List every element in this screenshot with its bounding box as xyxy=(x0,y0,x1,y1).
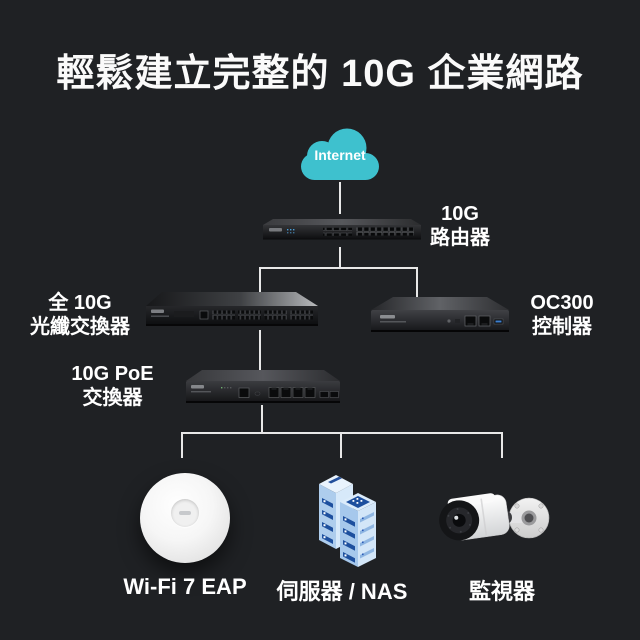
eap-logo-ring xyxy=(171,499,199,527)
internet-cloud-icon xyxy=(296,126,384,186)
camera-image xyxy=(439,493,550,541)
poe-switch-label: 10G PoE 交換器 xyxy=(55,362,170,410)
controller-image xyxy=(371,297,509,332)
wifi-eap-label: Wi-Fi 7 EAP xyxy=(123,574,247,599)
connector-drop-camera xyxy=(501,433,503,458)
wifi7-eap-image xyxy=(140,473,230,563)
connector-branch1-right-drop xyxy=(416,268,418,297)
server-nas-icon xyxy=(319,475,376,567)
fiber-switch-label-line1: 全 10G xyxy=(48,292,112,314)
connector-cloud-router xyxy=(339,182,341,214)
fiber-switch-label: 全 10G 光纖交換器 xyxy=(12,291,148,339)
controller-label: OC300 控制器 xyxy=(512,291,612,339)
camera-label: 監視器 xyxy=(468,579,535,604)
poe-switch-image xyxy=(186,370,340,403)
controller-label-line2: 控制器 xyxy=(532,316,592,338)
router-label-line1: 10G xyxy=(441,203,479,225)
connector-branch1-horizontal xyxy=(259,267,418,269)
fiber-switch-image xyxy=(146,292,318,326)
router-label-line2: 路由器 xyxy=(430,227,490,249)
fiber-switch-label-line2: 光纖交換器 xyxy=(30,316,130,338)
connector-branch2-horizontal xyxy=(181,432,503,434)
page-title: 輕鬆建立完整的 10G 企業網路 xyxy=(56,53,584,95)
internet-label: Internet xyxy=(314,147,366,163)
connector-fiber-poe xyxy=(259,330,261,372)
connector-branch1-left-drop xyxy=(259,268,261,294)
poe-switch-label-line1: 10G PoE xyxy=(71,363,154,385)
poe-switch-label-line2: 交換器 xyxy=(82,387,143,409)
server-nas-label: 伺服器 / NAS xyxy=(276,579,408,604)
connector-drop-eap xyxy=(181,433,183,458)
router-image xyxy=(263,219,421,240)
router-label: 10G 路由器 xyxy=(408,202,512,250)
connector-drop-nas xyxy=(340,433,342,458)
connector-poe-junction xyxy=(261,405,263,434)
controller-label-line1: OC300 xyxy=(530,292,594,314)
connector-router-junction xyxy=(339,247,341,269)
